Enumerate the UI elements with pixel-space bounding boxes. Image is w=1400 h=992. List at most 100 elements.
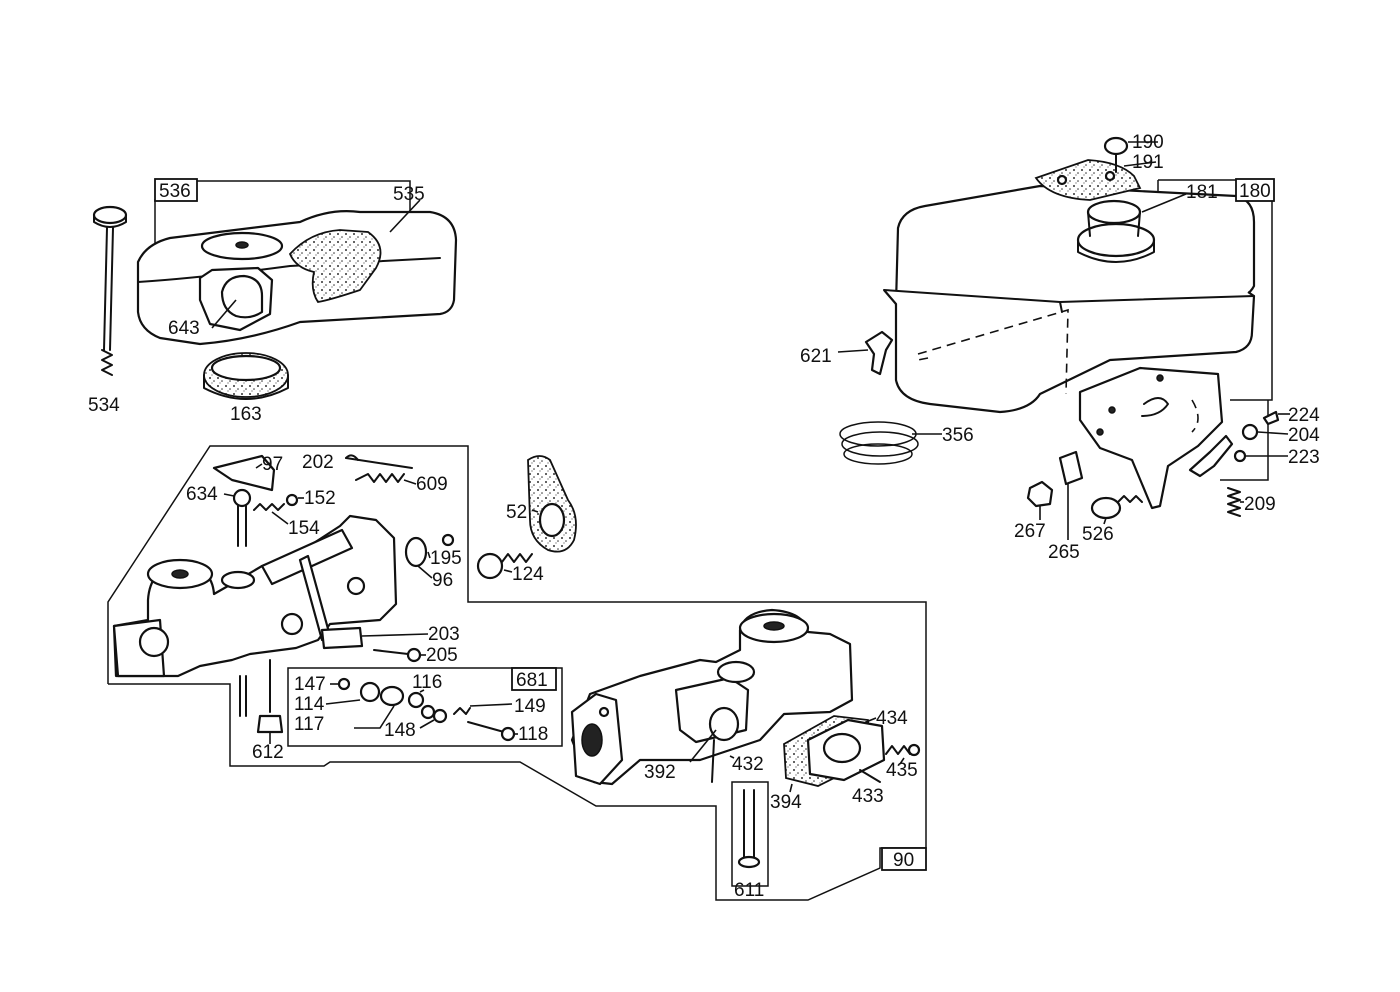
pin-433 bbox=[859, 769, 881, 783]
part-label-124: 124 bbox=[512, 564, 544, 585]
bolt-526-head bbox=[1090, 496, 1122, 520]
bracket-hole-b bbox=[1156, 374, 1164, 382]
vent-gasket bbox=[1034, 159, 1142, 201]
part-label-195: 195 bbox=[430, 548, 462, 569]
carburetor-gasket-hole bbox=[538, 502, 566, 538]
nut-612 bbox=[256, 714, 284, 734]
governor-link-202 bbox=[345, 457, 413, 469]
leader-191 bbox=[1123, 161, 1157, 167]
label-box-681 bbox=[511, 667, 557, 691]
hidden-line-a bbox=[917, 308, 1069, 395]
carburetor-lower-boss bbox=[716, 660, 756, 684]
bracket-slot bbox=[1141, 397, 1169, 417]
vent-gasket-hole-b bbox=[1104, 170, 1116, 182]
part-label-534: 534 bbox=[88, 395, 120, 416]
long-screw-head-side bbox=[93, 214, 127, 228]
spring-152 bbox=[285, 493, 299, 507]
carburetor-upper-boss bbox=[220, 570, 256, 590]
label-box-536 bbox=[154, 178, 198, 202]
screw-224 bbox=[1262, 410, 1280, 426]
air-cleaner-gasket-side bbox=[203, 374, 289, 400]
part-label-52: 52 bbox=[506, 502, 527, 523]
part-label-96: 96 bbox=[432, 570, 453, 591]
governor-spring-609 bbox=[355, 473, 405, 483]
vent-gasket-hole-a bbox=[1056, 174, 1068, 186]
part-label-223: 223 bbox=[1288, 447, 1320, 468]
long-screw-thread bbox=[101, 349, 113, 376]
washer-148-b bbox=[432, 708, 448, 724]
pin-203 bbox=[320, 626, 364, 650]
leader-435 bbox=[899, 757, 905, 765]
fuel-tank-group: 190 191 181 180 621 356 224 204 223 209 … bbox=[800, 132, 1320, 563]
part-label-536: 536 bbox=[159, 181, 191, 202]
leader-535 bbox=[389, 199, 421, 233]
part-label-148: 148 bbox=[384, 720, 416, 741]
part-label-526: 526 bbox=[1082, 524, 1114, 545]
part-label-114: 114 bbox=[294, 694, 325, 715]
part-label-609: 609 bbox=[416, 474, 448, 495]
part-114 bbox=[359, 681, 381, 703]
part-label-117: 117 bbox=[294, 714, 324, 735]
screw-205-shaft bbox=[373, 649, 409, 655]
part-label-205: 205 bbox=[426, 645, 458, 666]
leader-526 bbox=[1103, 517, 1107, 525]
part-label-209: 209 bbox=[1244, 494, 1276, 515]
label-box-90 bbox=[881, 847, 927, 871]
part-label-611: 611 bbox=[734, 880, 764, 901]
part-label-180: 180 bbox=[1239, 181, 1271, 202]
carburetor-lower-flange-hole bbox=[581, 723, 603, 757]
fuel-cap-top bbox=[1086, 199, 1142, 225]
part-label-204: 204 bbox=[1288, 425, 1320, 446]
part-label-265: 265 bbox=[1048, 542, 1080, 563]
tank-mounting-bracket bbox=[1078, 366, 1224, 510]
screw-435-head bbox=[907, 743, 921, 757]
leader-149 bbox=[469, 703, 513, 707]
air-cleaner-group: 536 535 643 534 163 bbox=[88, 178, 458, 425]
flange-bolt-hole bbox=[598, 706, 610, 718]
bracket-hidden bbox=[1191, 399, 1199, 433]
leader-154 bbox=[271, 511, 289, 525]
spring-209 bbox=[1227, 487, 1241, 517]
air-cleaner-screw-hole bbox=[235, 241, 249, 249]
label-box-180 bbox=[1235, 178, 1275, 202]
part-label-434: 434 bbox=[876, 708, 908, 729]
part-117 bbox=[379, 685, 405, 707]
vent-screw-head bbox=[1103, 136, 1129, 156]
fuel-tank-lower bbox=[883, 289, 1256, 414]
leader-148 bbox=[419, 719, 435, 729]
air-cleaner-gasket-inner bbox=[210, 354, 282, 382]
carburetor-choke-boss bbox=[138, 626, 170, 658]
bracket-hole-a bbox=[1108, 406, 1116, 414]
part-label-190: 190 bbox=[1132, 132, 1164, 153]
part-label-535: 535 bbox=[393, 184, 425, 205]
carburetor-upper-throat-hole bbox=[171, 569, 189, 579]
leader-96 bbox=[417, 565, 433, 579]
fuel-tank-corner bbox=[1059, 301, 1063, 313]
part-label-90: 90 bbox=[893, 850, 914, 871]
part-label-147: 147 bbox=[294, 674, 326, 695]
screw-118-shaft bbox=[467, 721, 505, 733]
tube-611-end bbox=[737, 855, 761, 869]
leader-432 bbox=[729, 755, 735, 759]
screw-124-thread bbox=[501, 553, 533, 563]
leader-392 bbox=[689, 729, 717, 763]
long-screw-shaft-b bbox=[109, 227, 114, 351]
part-label-435: 435 bbox=[886, 760, 918, 781]
part-label-433: 433 bbox=[852, 786, 884, 807]
spring-coil-b bbox=[841, 431, 919, 457]
part-label-118: 118 bbox=[518, 724, 548, 745]
leader-117 bbox=[354, 705, 395, 729]
part-label-203: 203 bbox=[428, 624, 460, 645]
screw-118-head bbox=[500, 726, 516, 742]
screw-195 bbox=[441, 533, 455, 547]
part-label-152: 152 bbox=[304, 488, 336, 509]
carburetor-group: 97 202 634 152 609 154 52 195 96 124 203… bbox=[107, 445, 927, 901]
part-label-612: 612 bbox=[252, 742, 284, 763]
long-screw-shaft-a bbox=[103, 227, 108, 351]
leader-394 bbox=[789, 783, 793, 793]
throttle-lever-hub bbox=[232, 488, 252, 508]
leader-621 bbox=[837, 349, 869, 353]
part-116 bbox=[407, 691, 425, 709]
part-label-432: 432 bbox=[732, 754, 764, 775]
